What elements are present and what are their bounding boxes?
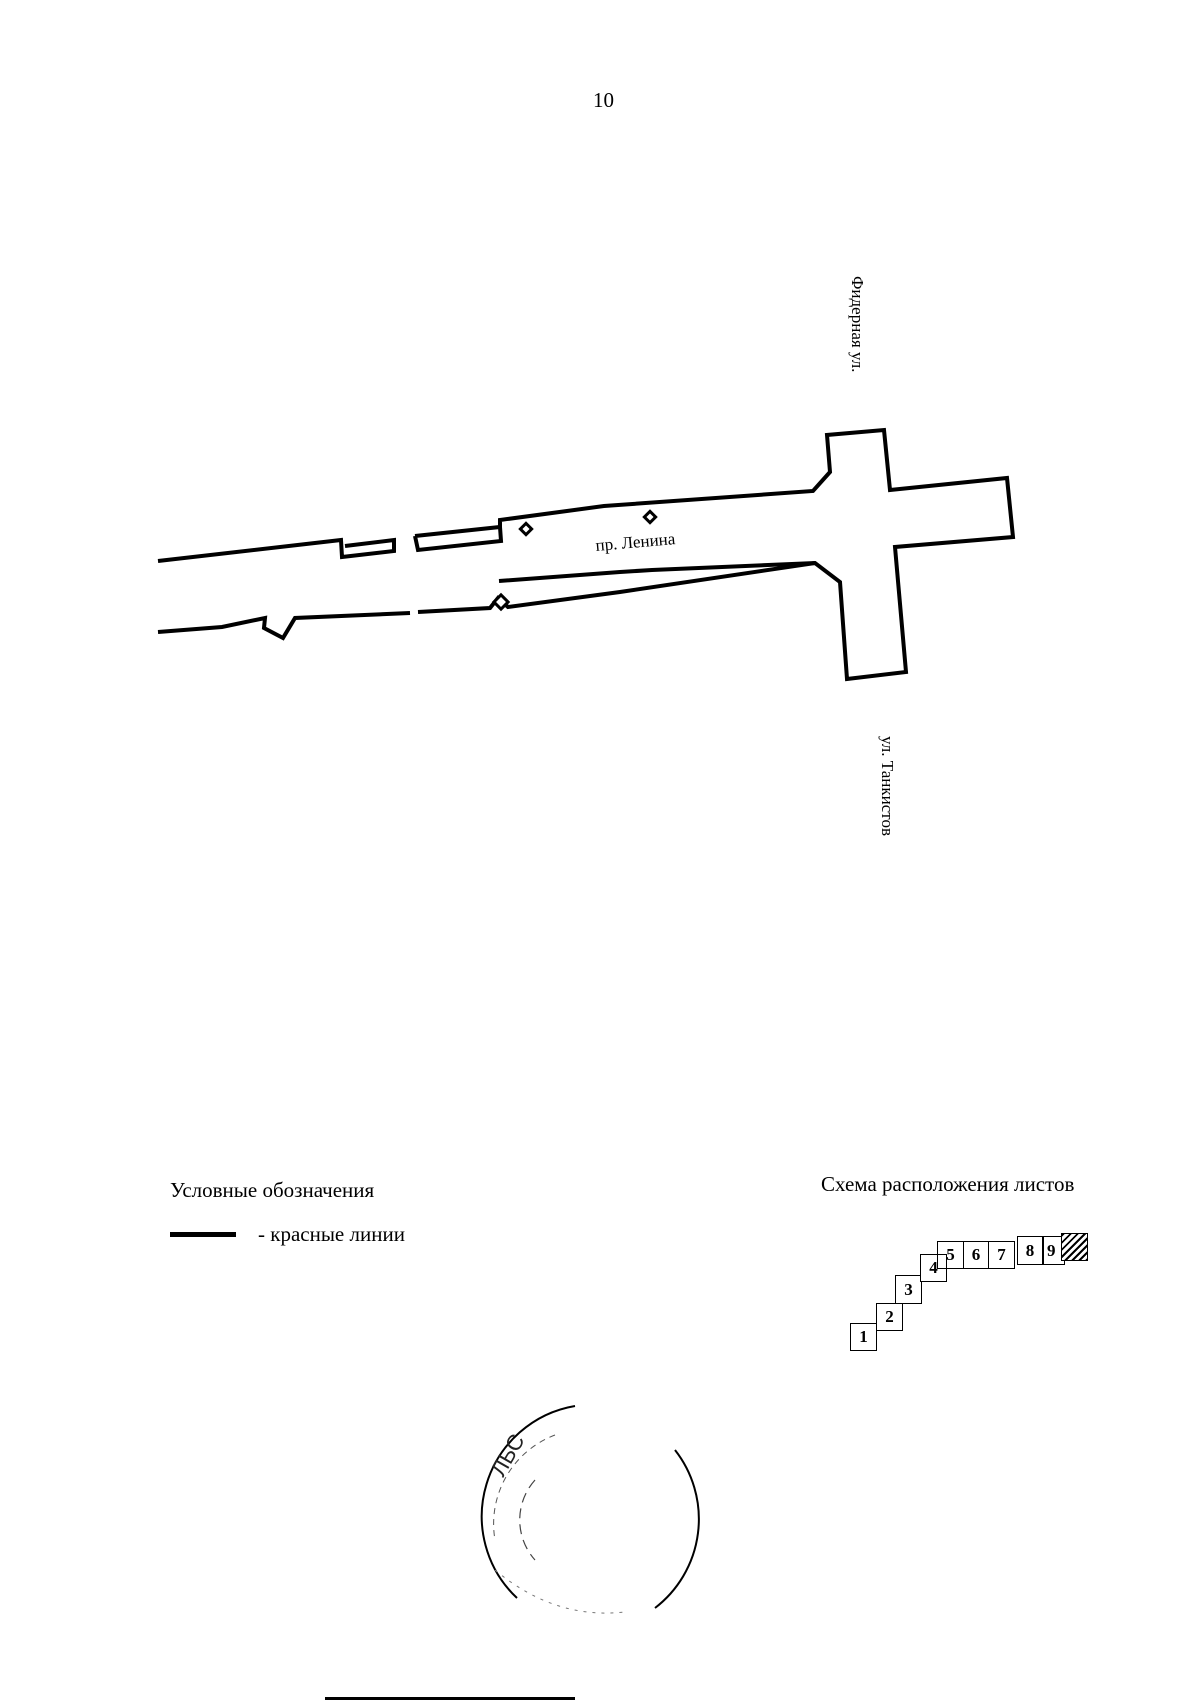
sheet-10-current	[1061, 1233, 1088, 1261]
street-label-fidernaya: Фидерная ул.	[848, 276, 867, 372]
red-line-upper-west	[157, 537, 396, 563]
sheet-7: 7	[988, 1241, 1015, 1269]
bottom-edge-bar	[325, 1697, 575, 1700]
street-map: пр. Ленина Фидерная ул. ул. Танкистов	[157, 276, 1016, 836]
legend-title: Условные обозначения	[170, 1178, 375, 1202]
red-line-upper-east	[498, 427, 1016, 682]
red-line-lower-west	[157, 611, 411, 641]
marker-diamond	[491, 592, 511, 612]
sheet-scheme-title: Схема расположения листов	[821, 1172, 1075, 1196]
sheet-6: 6	[963, 1241, 989, 1269]
legend-label: - красные линии	[258, 1222, 405, 1246]
page-number: 10	[593, 88, 614, 112]
sheet-5: 5	[937, 1241, 964, 1269]
sheet-2: 2	[876, 1303, 903, 1331]
official-stamp: ЛЬС	[480, 1405, 700, 1614]
marker-diamond	[642, 509, 658, 525]
marker-diamond	[518, 521, 534, 537]
red-line-upper-mid	[413, 524, 504, 553]
sheet-3: 3	[895, 1275, 922, 1304]
sheet-8: 8	[1017, 1236, 1043, 1265]
sheet-1: 1	[850, 1323, 877, 1351]
street-label-tankistov: ул. Танкистов	[878, 736, 897, 836]
red-line-swatch-icon	[170, 1232, 236, 1237]
legend-item-red-lines: - красные линии	[170, 1222, 405, 1247]
street-label-lenina: пр. Ленина	[595, 529, 677, 555]
